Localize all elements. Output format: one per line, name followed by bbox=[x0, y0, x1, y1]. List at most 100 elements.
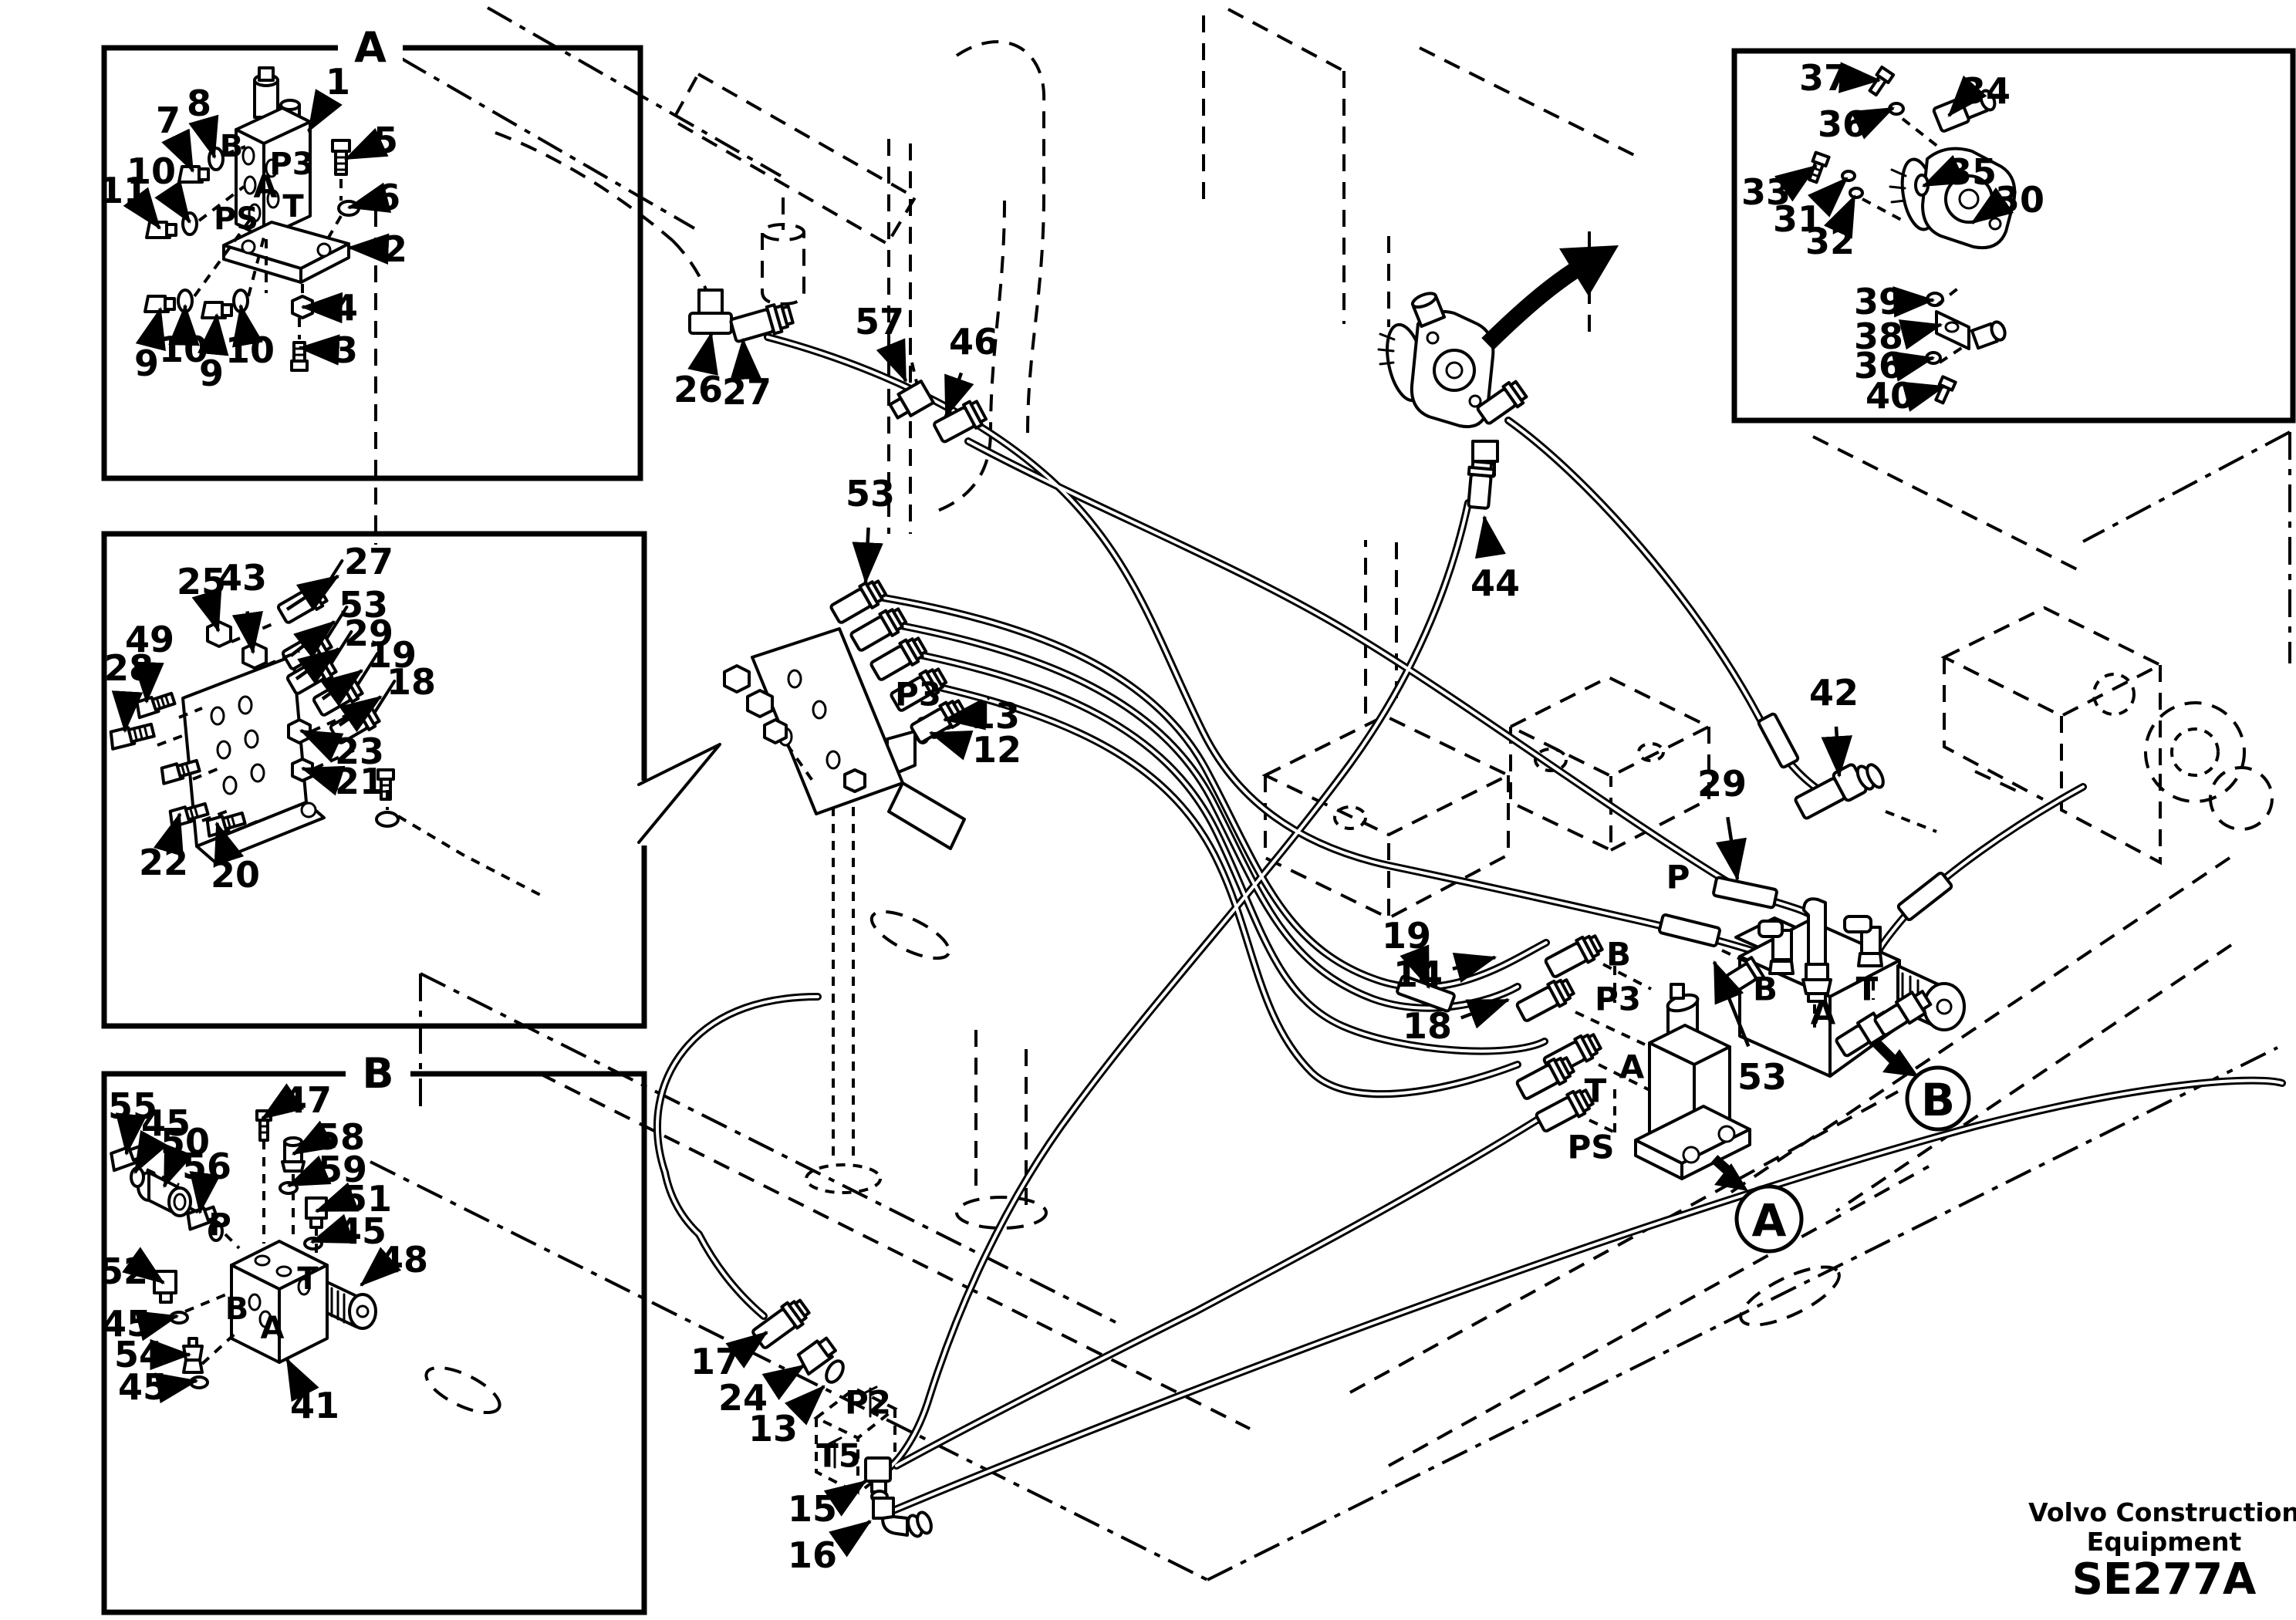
port-label-p3: P3 bbox=[895, 676, 941, 714]
callout-arrow bbox=[687, 331, 718, 376]
callout-label: 9 bbox=[134, 343, 159, 384]
callout-arrow bbox=[123, 187, 161, 230]
callout-arrow bbox=[852, 527, 883, 585]
callout-label: 20 bbox=[211, 854, 260, 896]
pointer-to-bracket bbox=[637, 743, 721, 844]
callout-arrow bbox=[189, 1171, 221, 1215]
callout-arrow bbox=[295, 647, 340, 685]
bracket-assembly-main bbox=[723, 579, 968, 850]
callout-arrow bbox=[725, 1331, 768, 1369]
callout-arrow bbox=[1400, 944, 1431, 990]
callout-arrow bbox=[1921, 154, 1967, 188]
callout-arrow bbox=[876, 338, 908, 383]
callout-arrow bbox=[309, 1213, 355, 1244]
callout-arrow bbox=[286, 1155, 332, 1188]
callout-label: 51 bbox=[343, 1178, 392, 1220]
callout-label: 45 bbox=[118, 1366, 167, 1408]
port-label-p3: P3 bbox=[269, 147, 313, 182]
callout-label: 16 bbox=[788, 1534, 837, 1576]
callout-arrow bbox=[1838, 62, 1882, 93]
callout-label: 1 bbox=[326, 61, 350, 103]
box-b-title: B bbox=[362, 1049, 393, 1098]
callout-label: 7 bbox=[156, 100, 181, 141]
port-label-b: B bbox=[220, 129, 244, 164]
callout-arrow bbox=[153, 812, 184, 857]
hose-sleeve bbox=[1712, 876, 1778, 910]
callout-label: 31 bbox=[1773, 198, 1822, 240]
callout-label: 50 bbox=[160, 1121, 210, 1163]
callout-label: 13 bbox=[971, 695, 1020, 737]
port-label-b: B bbox=[225, 1291, 249, 1327]
callout-label: 29 bbox=[1697, 763, 1747, 805]
callout-arrow bbox=[232, 303, 263, 348]
callout-label: 23 bbox=[335, 731, 384, 772]
callout-arrow bbox=[928, 731, 974, 761]
callout-label: 57 bbox=[855, 301, 904, 343]
footer-brand-1: Volvo Construction bbox=[2028, 1497, 2296, 1527]
callout-arrow bbox=[261, 1083, 305, 1120]
callout-label: 10 bbox=[127, 150, 176, 192]
port-label-a: A bbox=[261, 1311, 285, 1346]
callout-label: 12 bbox=[972, 729, 1021, 771]
callout-arrow bbox=[299, 728, 344, 762]
callout-label: 52 bbox=[99, 1250, 148, 1292]
callout-label: 53 bbox=[1737, 1056, 1787, 1098]
callout-arrow bbox=[944, 372, 974, 419]
callout-label: 55 bbox=[108, 1085, 157, 1127]
box-a-valve bbox=[144, 66, 360, 372]
elbow-42 bbox=[1794, 763, 1937, 833]
callout-label: 37 bbox=[1799, 57, 1849, 99]
callout-arrow bbox=[360, 1247, 402, 1287]
callout-label: 45 bbox=[141, 1102, 191, 1144]
callout-arrow bbox=[154, 180, 191, 224]
callout-label: 54 bbox=[114, 1334, 164, 1375]
port-label-p2: P2 bbox=[845, 1384, 891, 1422]
callout-arrow bbox=[1452, 952, 1497, 984]
callout-arrow bbox=[1898, 319, 1943, 350]
callout-label: 33 bbox=[1741, 171, 1791, 213]
port-label-a: A bbox=[254, 170, 278, 205]
ref-circle-a bbox=[1734, 1184, 1804, 1254]
port-label-a: A bbox=[1811, 994, 1836, 1032]
ref-circle-letter: A bbox=[1752, 1194, 1787, 1247]
port-label-b: B bbox=[1753, 970, 1778, 1008]
port-label-t5: T5 bbox=[816, 1437, 861, 1475]
callout-arrow bbox=[823, 1480, 867, 1517]
callout-arrow bbox=[1970, 187, 2014, 224]
callout-arrow bbox=[191, 588, 222, 633]
callout-label: 32 bbox=[1805, 221, 1855, 262]
detail-box-mid bbox=[101, 531, 721, 1029]
port-label-p: P bbox=[208, 1207, 231, 1243]
callout-label: 17 bbox=[690, 1341, 740, 1382]
callout-label: 39 bbox=[1854, 281, 1903, 322]
big-arrow-head bbox=[1559, 245, 1619, 296]
callout-label: 29 bbox=[344, 613, 393, 654]
callout-arrow bbox=[307, 89, 343, 133]
callout-label: 13 bbox=[748, 1408, 798, 1450]
callout-arrow bbox=[1715, 816, 1747, 882]
port-label-ps: PS bbox=[1567, 1129, 1614, 1166]
ref-circle-b bbox=[1905, 1065, 1971, 1132]
callout-label: 56 bbox=[182, 1146, 231, 1187]
port-label-p3: P3 bbox=[1595, 980, 1641, 1018]
port-label-p: P bbox=[1666, 859, 1690, 896]
port-label-t: T bbox=[1856, 970, 1879, 1008]
callout-arrow bbox=[1807, 177, 1849, 218]
callout-label: 14 bbox=[1393, 953, 1443, 995]
callout-arrow bbox=[214, 821, 245, 866]
callout-label: 18 bbox=[1403, 1005, 1452, 1047]
callout-arrow bbox=[162, 1143, 194, 1189]
callout-label: 8 bbox=[187, 83, 211, 124]
fittings-57-46 bbox=[888, 380, 988, 444]
callout-label: 40 bbox=[1866, 375, 1915, 417]
callout-arrow bbox=[1821, 726, 1852, 778]
callout-label: 19 bbox=[367, 634, 417, 676]
callout-label: 46 bbox=[949, 321, 998, 363]
callout-arrow bbox=[346, 182, 392, 213]
callout-arrow bbox=[784, 1385, 826, 1426]
callout-arrow bbox=[942, 699, 986, 731]
ref-circle-letter: B bbox=[1921, 1074, 1955, 1126]
